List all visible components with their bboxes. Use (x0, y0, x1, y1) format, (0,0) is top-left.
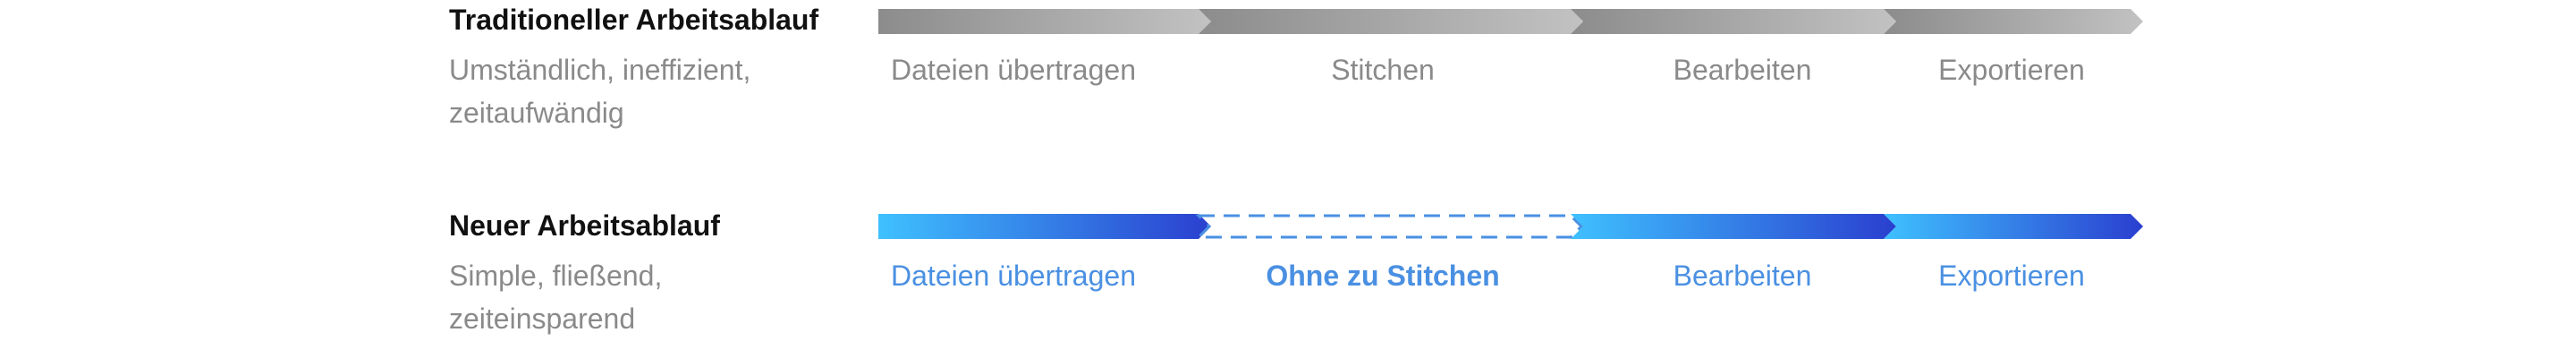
traditional-step-1: Dateien übertragen (891, 54, 1136, 86)
new-workflow-description: Simple, fließend, zeiteinsparend (449, 254, 662, 340)
new-segment-2-skipped (1195, 214, 1584, 239)
traditional-segment-1 (878, 9, 1211, 34)
traditional-segment-3 (1571, 9, 1896, 34)
traditional-description-line-1: Umständlich, ineffizient, (449, 54, 751, 86)
traditional-segment-4 (1884, 9, 2143, 34)
new-description-line-1: Simple, fließend, (449, 260, 663, 292)
new-segment-3 (1571, 214, 1896, 239)
traditional-process-bar (878, 9, 2147, 34)
new-step-3: Bearbeiten (1673, 260, 1812, 292)
new-segment-4 (1884, 214, 2143, 239)
new-step-2: Ohne zu Stitchen (1266, 260, 1500, 292)
new-process-bar (878, 214, 2147, 239)
new-step-1: Dateien übertragen (891, 260, 1136, 292)
traditional-workflow-description: Umständlich, ineffizient, zeitaufwändig (449, 48, 750, 134)
traditional-segment-2 (1199, 9, 1583, 34)
traditional-step-3: Bearbeiten (1673, 54, 1812, 86)
traditional-description-line-2: zeitaufwändig (449, 97, 624, 129)
new-description-line-2: zeiteinsparend (449, 303, 636, 335)
traditional-step-4: Exportieren (1938, 54, 2085, 86)
new-segment-1 (878, 214, 1211, 239)
new-workflow-title: Neuer Arbeitsablauf (449, 209, 720, 242)
new-step-4: Exportieren (1938, 260, 2085, 292)
traditional-workflow-title: Traditioneller Arbeitsablauf (449, 4, 819, 36)
traditional-step-2: Stitchen (1331, 54, 1435, 86)
